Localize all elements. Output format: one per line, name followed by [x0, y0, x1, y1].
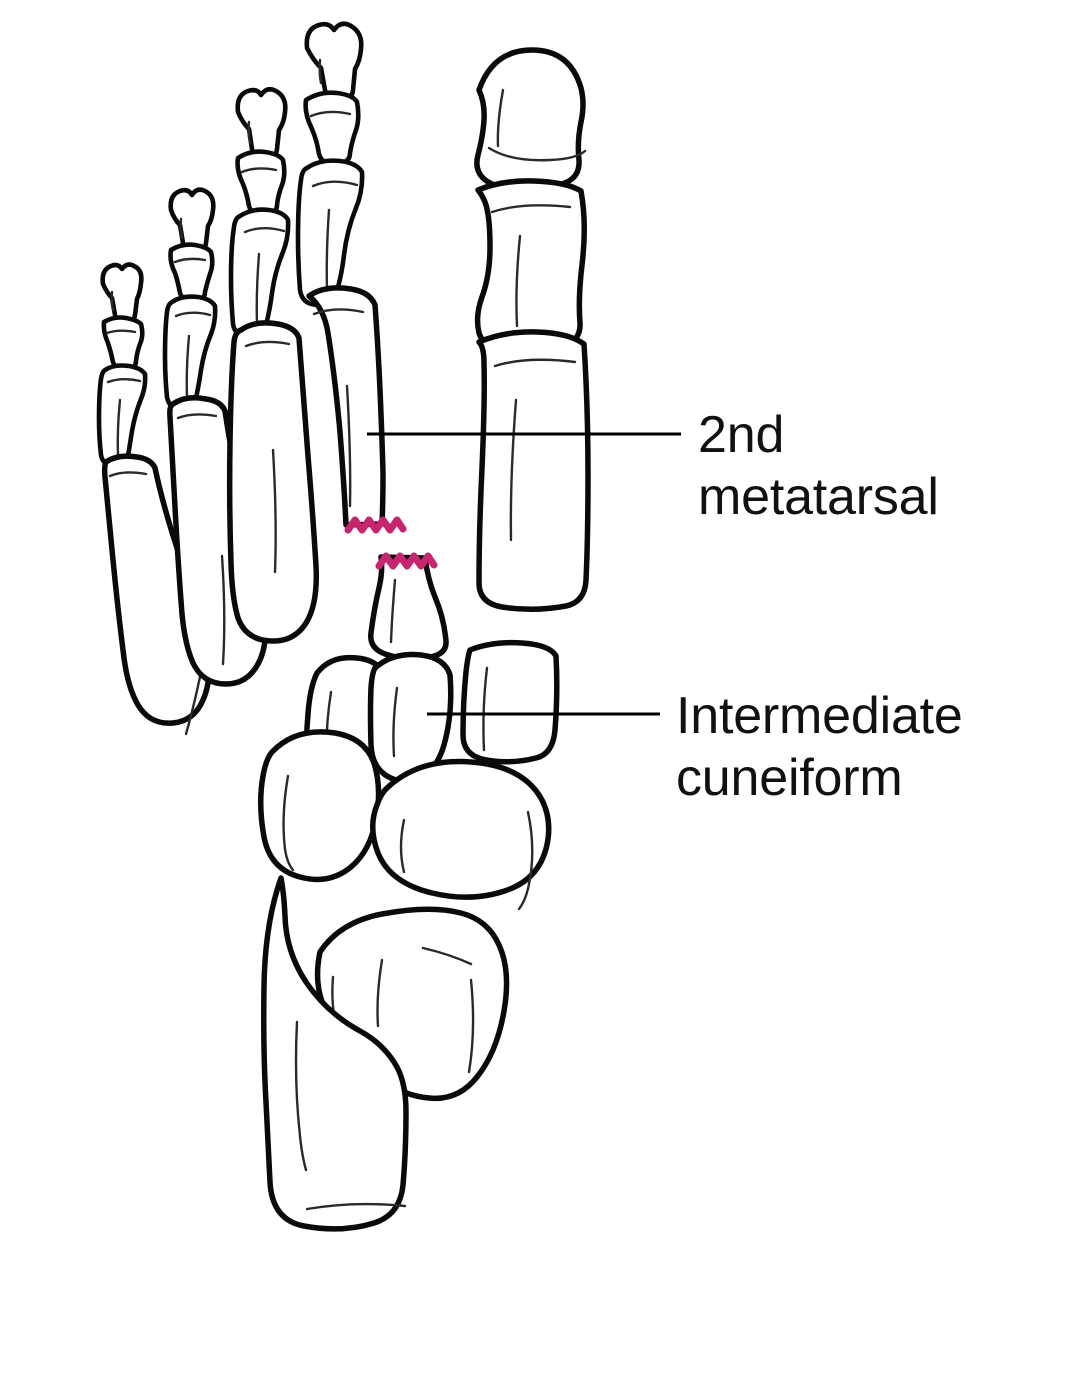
hallux-distal-detail-2 [496, 88, 505, 148]
fifth-toe-middle-detail [105, 329, 137, 335]
second-toe-group [295, 21, 449, 662]
medial-cuneiform-detail [482, 666, 489, 752]
calcaneus-detail-1 [294, 1020, 308, 1172]
second-toe-proximal-detail-2 [325, 208, 331, 292]
fracture-zigzag-proximal [375, 552, 438, 570]
navicular [370, 758, 552, 900]
fourth-toe-proximal-detail-2 [185, 334, 191, 399]
talus-detail-3 [467, 978, 475, 1074]
second-metatarsal-proximal-detail [389, 578, 397, 644]
fifth-toe-proximal-detail-1 [106, 378, 142, 384]
talus-detail-2 [421, 946, 473, 966]
cuboid-detail [282, 774, 295, 872]
second-toe-proximal-detail-1 [311, 180, 359, 188]
fourth-toe-distal-detail [179, 217, 184, 240]
third-metatarsal-detail-1 [244, 340, 291, 348]
fracture-zigzag-distal [344, 516, 407, 534]
fourth-toe-proximal-detail-1 [174, 311, 212, 318]
third-toe-proximal-detail-1 [243, 227, 286, 234]
label-intermediate-cuneiform-line2: cuneiform [676, 749, 903, 807]
intermediate-cuneiform-detail [392, 686, 399, 758]
hallux-proximal-detail-1 [490, 204, 572, 214]
medial-cuneiform [460, 639, 560, 765]
navicular-detail-2 [399, 818, 406, 874]
third-metatarsal [226, 320, 320, 644]
label-intermediate-cuneiform: Intermediate cuneiform [427, 687, 963, 807]
second-metatarsal-distal-detail-1 [312, 308, 365, 316]
second-toe-middle-phalanx [303, 90, 361, 167]
navicular-detail-1 [517, 810, 534, 911]
fourth-toe-middle-detail [173, 257, 207, 264]
calcaneus-group [261, 875, 409, 1232]
label-second-metatarsal-line2: metatarsal [698, 468, 939, 526]
calcaneus-detail-2 [305, 1202, 407, 1211]
calcaneus-detail-3 [376, 958, 384, 1028]
third-toe-middle-phalanx [235, 149, 287, 218]
cuboid [258, 729, 382, 883]
fifth-toe-distal-detail [110, 290, 115, 312]
second-toe-middle-detail [309, 110, 352, 118]
second-metatarsal-distal-fragment [306, 285, 386, 528]
label-second-metatarsal: 2nd metatarsal [367, 406, 939, 526]
fifth-toe-group [96, 262, 212, 736]
hallux-distal-phalanx [474, 47, 586, 193]
hallux-distal-detail-1 [487, 146, 587, 162]
fourth-metatarsal-detail-2 [220, 554, 226, 666]
third-toe-proximal-detail-2 [255, 252, 261, 326]
second-metatarsal-distal-detail-2 [345, 384, 352, 508]
hallux-group [474, 47, 591, 613]
third-toe-middle-detail [240, 167, 278, 174]
fifth-toe-proximal-detail-2 [116, 398, 122, 457]
first-metatarsal-detail-1 [493, 358, 577, 368]
third-toe-group [226, 86, 320, 644]
label-intermediate-cuneiform-line1: Intermediate [676, 687, 963, 745]
cuboid-group [258, 729, 382, 883]
first-metatarsal [476, 329, 591, 613]
label-second-metatarsal-line1: 2nd [698, 406, 784, 464]
third-metatarsal-detail-2 [271, 448, 277, 574]
hallux-proximal-detail-2 [515, 234, 522, 328]
second-toe-distal-detail [318, 58, 323, 85]
navicular-group [370, 758, 552, 911]
fourth-metatarsal-detail-1 [176, 413, 218, 420]
fifth-metatarsal-detail-1 [108, 471, 148, 478]
calcaneus [261, 875, 409, 1232]
third-toe-distal-detail [247, 120, 252, 145]
first-metatarsal-detail-2 [509, 398, 518, 542]
